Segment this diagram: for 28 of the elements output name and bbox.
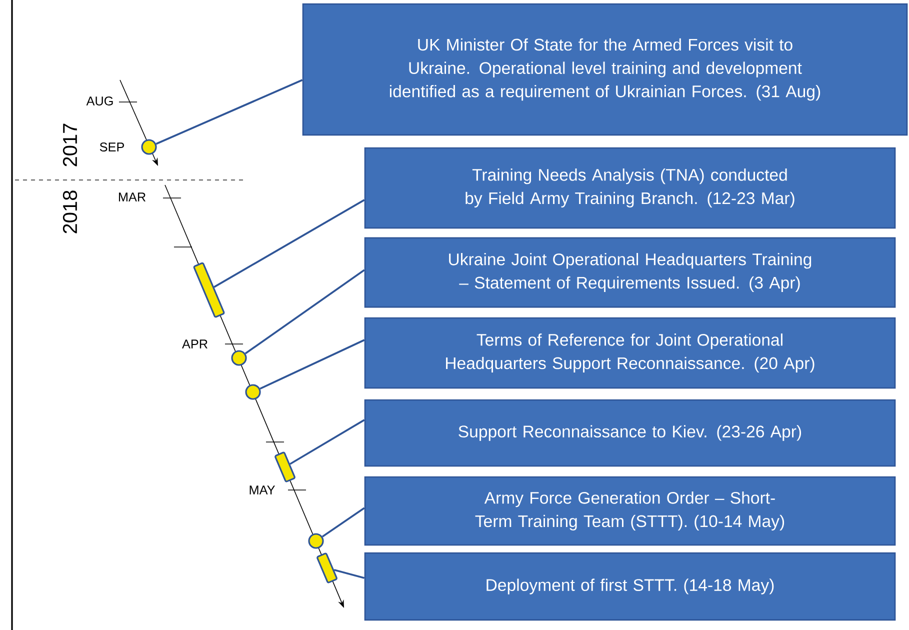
event-dot	[141, 139, 157, 155]
connector-line	[322, 507, 365, 538]
month-label: AUG	[86, 96, 113, 106]
year-label: 2017	[62, 124, 78, 166]
event-box: Ukraine Joint Operational Headquarters Training – Statement of Requirements Issued. (3 Apr)	[364, 237, 896, 308]
event-dot	[231, 350, 247, 366]
duration-bar	[193, 262, 225, 318]
connector-line	[156, 79, 303, 145]
connector-line	[244, 269, 365, 354]
year-label: 2018	[62, 190, 78, 234]
connector-line	[214, 199, 365, 288]
month-label: SEP	[100, 142, 124, 152]
event-box: UK Minister Of State for the Armed Forces visit to Ukraine. Operational level training and development identified as a requirement of Ukrainian Forces. (31 Aug)	[302, 3, 908, 136]
event-dot	[308, 533, 324, 549]
month-label: MAY	[250, 486, 275, 494]
event-box: Support Reconnaissance to Kiev. (23-26 Apr)	[364, 399, 896, 467]
event-box: Army Force Generation Order – Short-Term Training Team (STTT). (10-14 May)	[364, 476, 896, 546]
duration-bar	[274, 452, 296, 482]
event-box: Terms of Reference for Joint Operational Headquarters Support Reconnaissance. (20 Apr)	[364, 317, 896, 389]
month-label: MAR	[118, 192, 146, 202]
duration-bar	[316, 552, 338, 584]
event-box: Training Needs Analysis (TNA) conducted by Field Army Training Branch. (12-23 Mar)	[364, 147, 896, 229]
event-box: Deployment of first STTT. (14-18 May)	[364, 552, 896, 621]
event-dot	[245, 384, 261, 400]
connector-line	[290, 419, 365, 465]
connector-line	[334, 568, 365, 579]
connector-line	[260, 339, 365, 390]
month-label: APR	[182, 340, 208, 348]
